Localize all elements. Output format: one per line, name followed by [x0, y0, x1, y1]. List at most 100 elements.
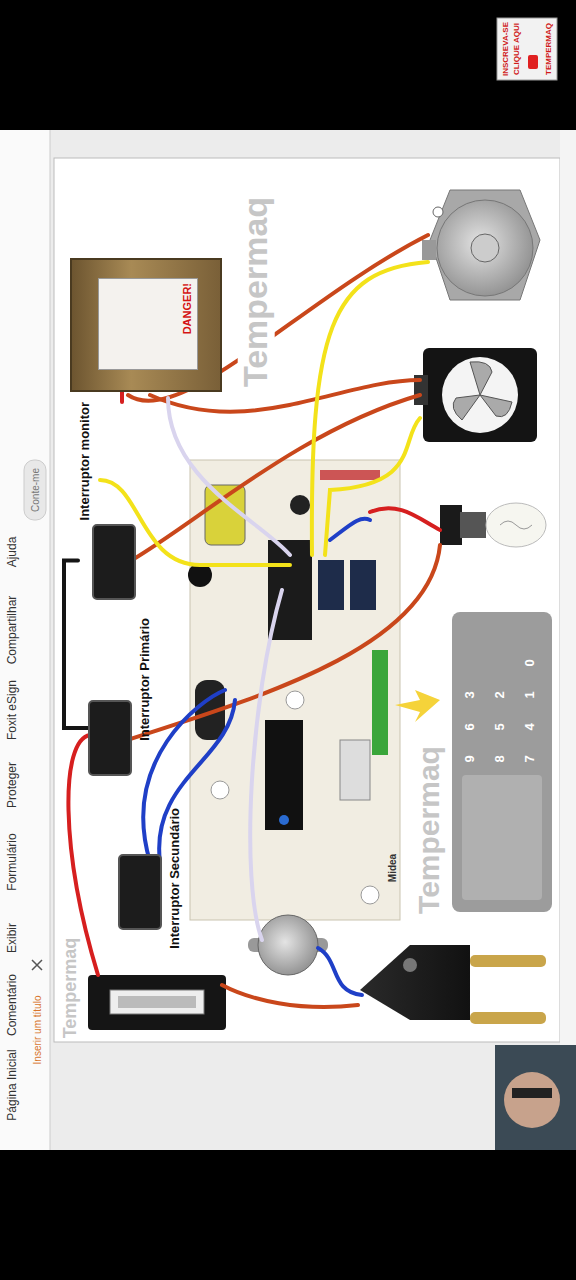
- fuse-holder-part: [88, 975, 226, 1030]
- wires-part: [370, 508, 440, 530]
- control-board-part: [350, 560, 376, 610]
- webcam-inset: [495, 1045, 576, 1150]
- keypad-part: [462, 775, 542, 900]
- screen-frame-part: [32, 960, 42, 970]
- control-board-part: [211, 781, 229, 799]
- control-board-part: [290, 495, 310, 515]
- fuse-holder: [88, 975, 226, 1030]
- webcam-inset-part: [512, 1088, 552, 1098]
- microswitch-body: [118, 854, 162, 930]
- youtube-badge-part: [528, 55, 538, 69]
- warning-sticker: DANGER!: [98, 278, 198, 370]
- control-board: [188, 460, 400, 920]
- toolbar-tab: Foxit eSign: [6, 680, 19, 740]
- key-digit: 9: [463, 755, 477, 762]
- monitor-switch: Interruptor monitor: [78, 402, 136, 600]
- control-board-part: [265, 720, 303, 830]
- key-digit: 3: [463, 691, 477, 698]
- search-hint: Conte-me: [30, 468, 41, 512]
- thermostat: [248, 915, 328, 975]
- toolbar-tab: Formulário: [6, 833, 19, 890]
- badge-text: TEMPERMAQ: [545, 23, 554, 75]
- watermark: Tempermaq: [412, 746, 445, 914]
- yellow-pointer-arrow-part: [395, 690, 440, 722]
- key-digit: 4: [523, 723, 537, 730]
- turntable-motor-part: [430, 190, 540, 300]
- wires-part: [330, 519, 370, 540]
- watermark: Tempermaq: [61, 938, 81, 1039]
- control-board-part: [361, 886, 379, 904]
- switch-label: Interruptor Secundário: [168, 808, 182, 949]
- document-title: Inserir um título: [32, 996, 43, 1065]
- toolbar-tab: Página Inicial: [6, 1049, 19, 1120]
- badge-text: INSCREVA-SE: [502, 22, 511, 76]
- fan-motor-part: [442, 357, 518, 433]
- power-plug-part: [403, 958, 417, 972]
- power-plug-part: [470, 955, 546, 967]
- key-digit: 1: [523, 691, 537, 698]
- microswitch-body: [88, 700, 132, 776]
- toolbar-tab: Compartilhar: [6, 596, 19, 665]
- screen-frame-part: [0, 130, 50, 1150]
- control-board-part: [340, 740, 370, 800]
- control-board-part: [372, 650, 388, 755]
- key-digit: 2: [493, 691, 507, 698]
- wires-part: [325, 418, 420, 555]
- brand-text: Midea: [387, 854, 398, 882]
- transformer: DANGER!: [70, 258, 222, 392]
- turntable-motor: [422, 190, 540, 300]
- wire-connector: [120, 392, 124, 402]
- secondary-switch: Interruptor Secundário: [118, 808, 182, 949]
- wires-part: [132, 395, 420, 560]
- key-digit: 7: [523, 755, 537, 762]
- oven-lamp: [440, 503, 546, 547]
- oven-lamp-part: [440, 505, 462, 545]
- toolbar-tab: Exibir: [6, 923, 19, 953]
- oven-lamp-part: [500, 521, 532, 529]
- fan-motor-part: [423, 348, 537, 442]
- screen-frame-part: [54, 158, 560, 1042]
- fan-motor: [414, 348, 537, 442]
- toolbar-tab: Comentário: [6, 974, 19, 1036]
- microswitch-body: [92, 524, 136, 600]
- webcam-inset-part: [495, 1045, 576, 1150]
- thermostat-part: [258, 915, 318, 975]
- switch-label: Interruptor monitor: [78, 402, 92, 520]
- fuse-holder-part: [118, 996, 196, 1008]
- keypad-part: [452, 612, 552, 912]
- screen-frame-part: [0, 130, 576, 1150]
- fuse-holder-part: [110, 990, 204, 1014]
- primary-switch: Interruptor Primário: [88, 618, 152, 776]
- wires-part: [222, 985, 358, 1007]
- wires-part: [168, 398, 290, 555]
- turntable-motor-part: [437, 200, 533, 296]
- control-board-part: [320, 470, 380, 480]
- wires-part: [112, 545, 440, 745]
- screen-frame-part: [50, 130, 51, 1150]
- control-board-part: [279, 815, 289, 825]
- key-digit: 8: [493, 755, 507, 762]
- watermark: Tempermaq: [237, 197, 274, 387]
- turntable-motor-part: [471, 234, 499, 262]
- turntable-motor-part: [433, 207, 443, 217]
- yellow-pointer-arrow: [395, 690, 440, 722]
- key-digit: 6: [463, 723, 477, 730]
- wires-part: [143, 690, 225, 862]
- screen-frame-part: [560, 130, 576, 1150]
- toolbar-tab: Proteger: [6, 762, 19, 808]
- youtube-badge-part: [497, 18, 557, 80]
- oven-lamp-part: [486, 503, 546, 547]
- power-plug-part: [360, 945, 470, 1020]
- power-plug-part: [470, 1012, 546, 1024]
- switch-label: Interruptor Primário: [138, 618, 152, 741]
- webcam-inset-part: [504, 1072, 560, 1128]
- oven-lamp-part: [460, 512, 486, 538]
- wire-connector: [64, 560, 88, 728]
- power-plug: [360, 945, 546, 1024]
- screen-frame-part: [0, 1150, 576, 1280]
- warning-text: DANGER!: [181, 283, 193, 334]
